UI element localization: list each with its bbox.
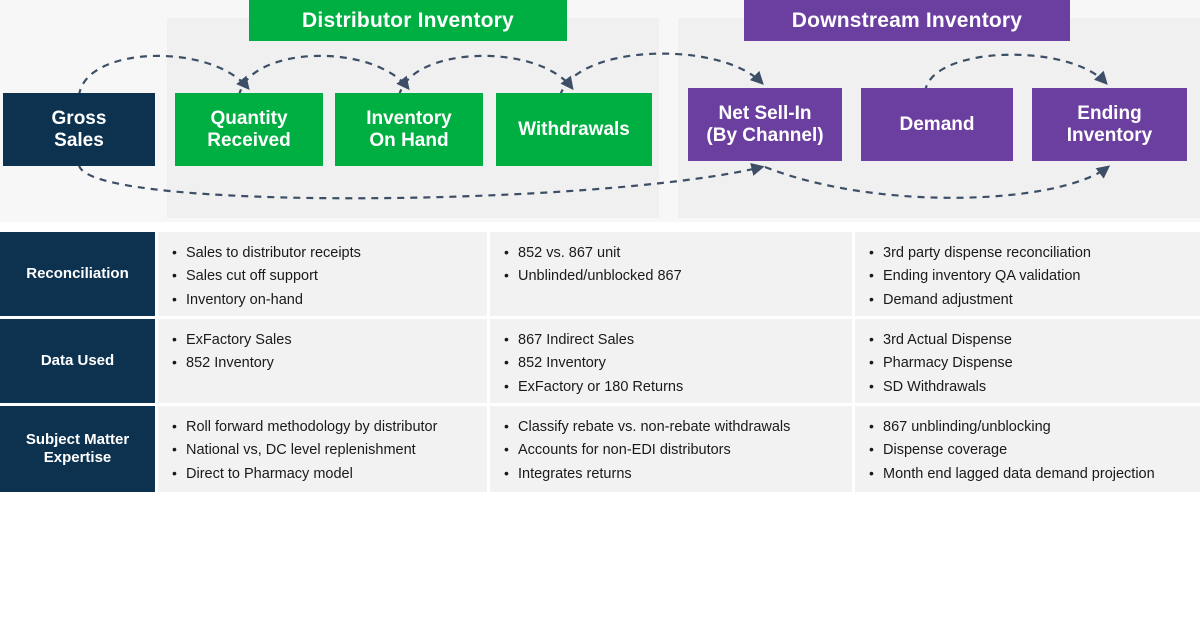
node-ending-inventory-line2: Inventory: [1066, 124, 1153, 146]
row-label-subject-matter-expertise-label: Subject Matter Expertise: [26, 431, 129, 467]
node-quantity-received[interactable]: Quantity Received: [175, 93, 323, 166]
banner-downstream-inventory: Downstream Inventory: [744, 0, 1070, 41]
list-item: 867 Indirect Sales: [504, 328, 852, 352]
bullet-list: 852 vs. 867 unit Unblinded/unblocked 867: [504, 241, 852, 289]
list-item: National vs, DC level replenishment: [172, 438, 487, 462]
bullet-list: Sales to distributor receipts Sales cut …: [172, 241, 487, 312]
node-quantity-received-label: Quantity Received: [207, 108, 290, 151]
list-item: Direct to Pharmacy model: [172, 462, 487, 486]
cell-sme-col1: Roll forward methodology by distributor …: [155, 406, 487, 492]
list-item: Month end lagged data demand projection: [869, 462, 1200, 486]
list-item: Unblinded/unblocked 867: [504, 264, 852, 288]
node-withdrawals[interactable]: Withdrawals: [496, 93, 652, 166]
list-item: Sales to distributor receipts: [172, 241, 487, 265]
list-item: SD Withdrawals: [869, 375, 1200, 399]
node-gross-sales[interactable]: Gross Sales: [3, 93, 155, 166]
row-label-data-used-line1: Data Used: [40, 352, 115, 369]
cell-reconciliation-col2: 852 vs. 867 unit Unblinded/unblocked 867: [487, 232, 852, 316]
table-row: Reconciliation Sales to distributor rece…: [0, 232, 1200, 316]
node-gross-sales-line1: Gross: [51, 108, 107, 130]
bullet-list: Classify rebate vs. non-rebate withdrawa…: [504, 415, 852, 486]
list-item: Dispense coverage: [869, 438, 1200, 462]
node-inventory-on-hand-line2: On Hand: [369, 129, 449, 151]
node-gross-sales-line2: Sales: [54, 129, 104, 151]
bullet-list: ExFactory Sales 852 Inventory: [172, 328, 487, 376]
list-item: ExFactory Sales: [172, 328, 487, 352]
node-inventory-on-hand-line1: Inventory: [366, 108, 452, 130]
list-item: ExFactory or 180 Returns: [504, 375, 852, 399]
row-label-reconciliation: Reconciliation: [0, 232, 155, 316]
banner-distributor-inventory: Distributor Inventory: [249, 0, 567, 41]
table-row: Subject Matter Expertise Roll forward me…: [0, 406, 1200, 492]
bullet-list: 867 Indirect Sales 852 Inventory ExFacto…: [504, 328, 852, 399]
table-row: Data Used ExFactory Sales 852 Inventory …: [0, 319, 1200, 403]
cell-reconciliation-col3: 3rd party dispense reconciliation Ending…: [852, 232, 1200, 316]
node-net-sell-in-line1: Net Sell-In: [718, 103, 812, 125]
node-ending-inventory[interactable]: Ending Inventory: [1032, 88, 1187, 161]
node-net-sell-in-label: Net Sell-In (By Channel): [706, 103, 823, 146]
bullet-list: 3rd Actual Dispense Pharmacy Dispense SD…: [869, 328, 1200, 399]
bullet-list: Roll forward methodology by distributor …: [172, 415, 487, 486]
bullet-list: 3rd party dispense reconciliation Ending…: [869, 241, 1200, 312]
cell-sme-col3: 867 unblinding/unblocking Dispense cover…: [852, 406, 1200, 492]
list-item: Ending inventory QA validation: [869, 264, 1200, 288]
node-net-sell-in[interactable]: Net Sell-In (By Channel): [688, 88, 842, 161]
list-item: Pharmacy Dispense: [869, 351, 1200, 375]
node-quantity-received-line2: Received: [207, 129, 291, 151]
node-inventory-on-hand[interactable]: Inventory On Hand: [335, 93, 483, 166]
row-label-sme-line2: Expertise: [43, 449, 112, 466]
row-label-sme-line1: Subject Matter: [25, 431, 130, 448]
node-withdrawals-label: Withdrawals: [518, 118, 630, 140]
node-net-sell-in-line2: (By Channel): [706, 124, 824, 146]
list-item: 852 vs. 867 unit: [504, 241, 852, 265]
node-inventory-on-hand-label: Inventory On Hand: [366, 108, 452, 151]
list-item: 852 Inventory: [504, 351, 852, 375]
list-item: Accounts for non-EDI distributors: [504, 438, 852, 462]
cell-data-used-col2: 867 Indirect Sales 852 Inventory ExFacto…: [487, 319, 852, 403]
list-item: Sales cut off support: [172, 264, 487, 288]
capabilities-table: Reconciliation Sales to distributor rece…: [0, 232, 1200, 492]
list-item: Roll forward methodology by distributor: [172, 415, 487, 439]
row-label-subject-matter-expertise: Subject Matter Expertise: [0, 406, 155, 492]
list-item: Demand adjustment: [869, 288, 1200, 312]
node-gross-sales-label: Gross Sales: [52, 108, 107, 151]
list-item: 867 unblinding/unblocking: [869, 415, 1200, 439]
cell-sme-col2: Classify rebate vs. non-rebate withdrawa…: [487, 406, 852, 492]
cell-data-used-col3: 3rd Actual Dispense Pharmacy Dispense SD…: [852, 319, 1200, 403]
node-quantity-received-line1: Quantity: [210, 108, 288, 130]
node-demand-label: Demand: [899, 113, 975, 135]
list-item: Inventory on-hand: [172, 288, 487, 312]
node-ending-inventory-label: Ending Inventory: [1067, 103, 1153, 146]
list-item: 3rd Actual Dispense: [869, 328, 1200, 352]
node-ending-inventory-line1: Ending: [1077, 103, 1142, 125]
list-item: Integrates returns: [504, 462, 852, 486]
bullet-list: 867 unblinding/unblocking Dispense cover…: [869, 415, 1200, 486]
cell-data-used-col1: ExFactory Sales 852 Inventory: [155, 319, 487, 403]
cell-reconciliation-col1: Sales to distributor receipts Sales cut …: [155, 232, 487, 316]
list-item: 3rd party dispense reconciliation: [869, 241, 1200, 265]
flow-section: Distributor Inventory Downstream Invento…: [0, 0, 1200, 222]
row-label-reconciliation-line1: Reconciliation: [26, 265, 129, 282]
row-label-data-used: Data Used: [0, 319, 155, 403]
node-demand[interactable]: Demand: [861, 88, 1013, 161]
list-item: Classify rebate vs. non-rebate withdrawa…: [504, 415, 852, 439]
list-item: 852 Inventory: [172, 351, 487, 375]
